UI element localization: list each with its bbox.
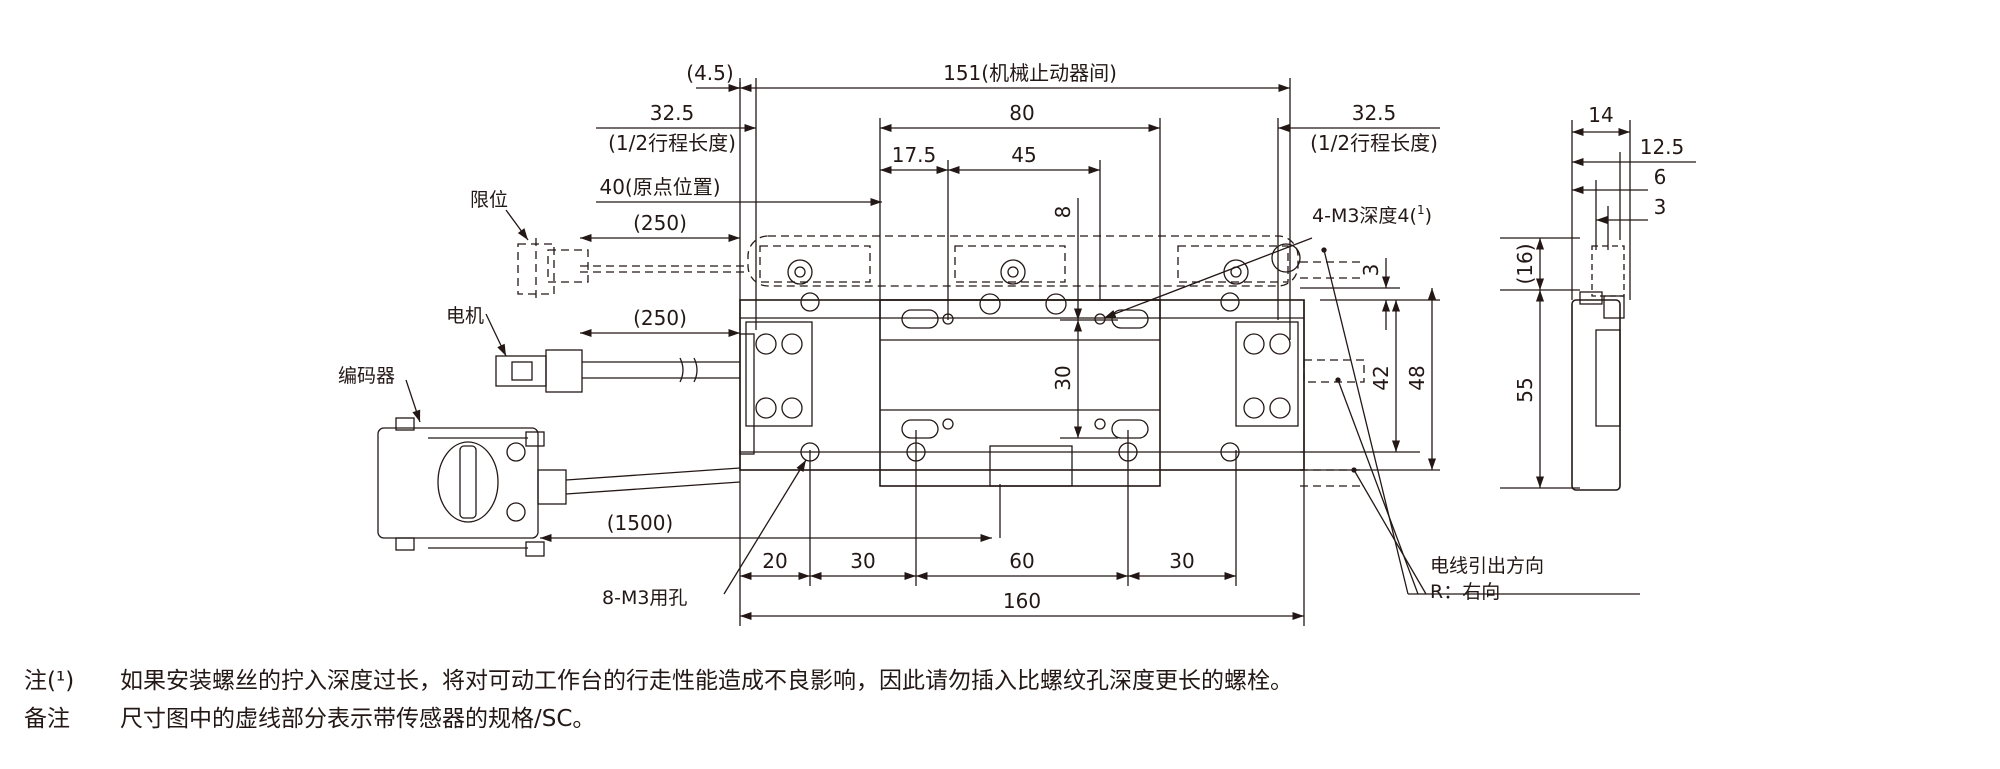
label-tapped-holes: 4-M3深度4(1) [1312, 203, 1432, 227]
note-key: 注(¹) [24, 668, 75, 694]
dim-bottom-30a: 30 [850, 549, 875, 573]
dim-overall-left-offset: (4.5) [686, 61, 733, 85]
dim-side-55: 55 [1513, 377, 1537, 402]
dim-base-height-48: 48 [1405, 365, 1429, 390]
notes: 注(¹) 如果安装螺丝的拧入深度过长，将对可动工作台的行走性能造成不良影响，因此… [24, 662, 1293, 738]
dim-table-hole-y: 8 [1051, 206, 1075, 219]
dim-side-14: 14 [1588, 103, 1613, 127]
note-key: 备注 [24, 706, 70, 732]
label-mount-holes: 8-M3用孔 [602, 587, 687, 609]
dim-side-16: (16) [1513, 243, 1537, 284]
dim-hole-offset: 17.5 [892, 143, 937, 167]
dim-half-stroke-right: 32.5 [1352, 101, 1397, 125]
dim-sensor-top: 3 [1359, 264, 1383, 277]
label-cable-direction: 电线引出方向 [1430, 555, 1544, 577]
dim-hole-pitch: 45 [1011, 143, 1036, 167]
dim-stopper-span: 151(机械止动器间) [943, 61, 1117, 85]
dim-bottom-30b: 30 [1169, 549, 1194, 573]
label-limit: 限位 [470, 189, 508, 211]
note-1: 注(¹) 如果安装螺丝的拧入深度过长，将对可动工作台的行走性能造成不良影响，因此… [24, 662, 1293, 700]
label-motor: 电机 [446, 305, 484, 327]
dim-table-hole-pitch-y: 30 [1051, 365, 1075, 390]
dim-side-12-5: 12.5 [1640, 135, 1685, 159]
dim-side-6: 6 [1654, 165, 1667, 189]
dim-half-stroke-left: 32.5 [650, 101, 695, 125]
note-text: 尺寸图中的虚线部分表示带传感器的规格/SC。 [120, 706, 596, 732]
label-cable-direction-r: R：右向 [1430, 581, 1500, 603]
dim-half-stroke-right-note: (1/2行程长度) [1310, 131, 1438, 155]
dim-bottom-60: 60 [1009, 549, 1034, 573]
note-text: 如果安装螺丝的拧入深度过长，将对可动工作台的行走性能造成不良影响，因此请勿插入比… [120, 668, 1293, 694]
dim-side-3: 3 [1654, 195, 1667, 219]
dim-half-stroke-left-note: (1/2行程长度) [608, 131, 736, 155]
dim-cable-limit: (250) [633, 211, 687, 235]
dim-table-width: 80 [1009, 101, 1034, 125]
dim-base-height-42: 42 [1369, 365, 1393, 390]
note-2: 备注 尺寸图中的虚线部分表示带传感器的规格/SC。 [24, 700, 1293, 738]
dim-bottom-20: 20 [762, 549, 787, 573]
dim-cable-encoder: (1500) [607, 511, 674, 535]
label-encoder: 编码器 [338, 365, 395, 387]
dim-origin-position: 40(原点位置) [599, 175, 720, 199]
dim-cable-motor: (250) [633, 306, 687, 330]
dim-overall-length: 160 [1003, 589, 1041, 613]
